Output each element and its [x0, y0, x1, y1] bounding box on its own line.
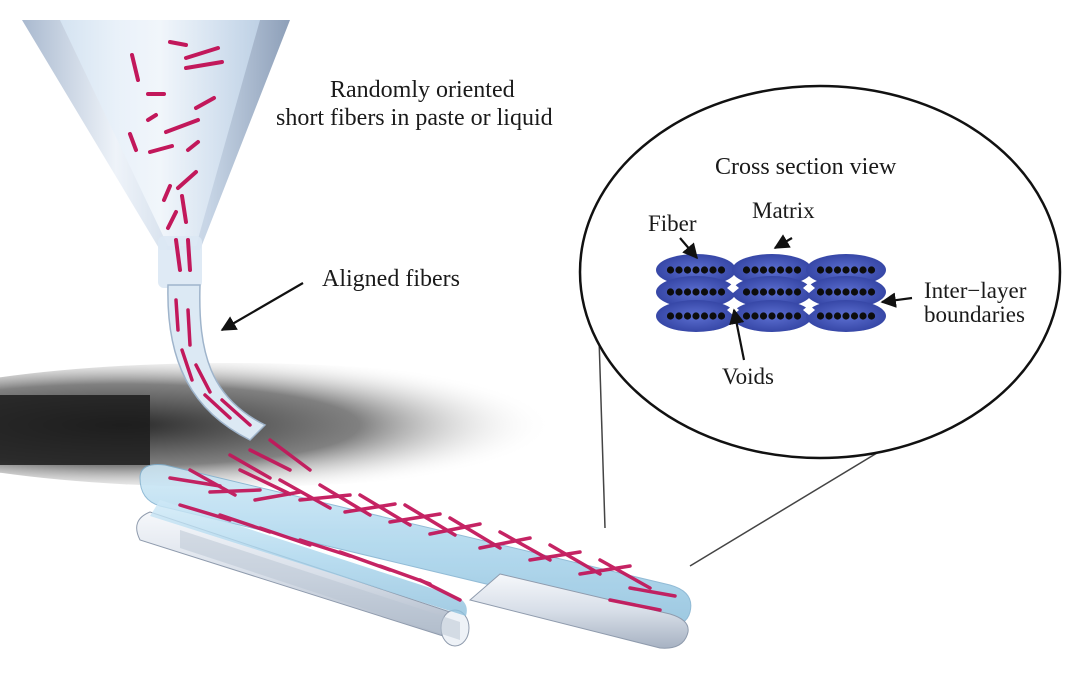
fiber-dot [759, 312, 768, 320]
interlayer-label-line1: Inter−layer [924, 278, 1027, 303]
arrow-icon [880, 292, 913, 308]
fiber-dot [793, 266, 802, 274]
fiber-dot [833, 312, 842, 320]
fiber-dot [859, 312, 867, 320]
interlayer-label-line2: boundaries [924, 302, 1025, 327]
deposited-strands [139, 464, 692, 649]
fiber-dot [675, 266, 683, 274]
aligned-fibers-layer [168, 438, 677, 612]
fiber-dot [751, 312, 759, 320]
fiber-dot [709, 312, 717, 320]
fiber-dot [768, 266, 776, 274]
fiber-dot [776, 288, 785, 296]
ground-shadow [0, 363, 590, 487]
nozzle-label-line2: short fibers in paste or liquid [276, 105, 553, 131]
fiber-dot [742, 312, 751, 320]
fiber-dot [776, 266, 785, 274]
fiber-dot [759, 288, 768, 296]
void [803, 283, 815, 293]
lower-layer-rod [136, 511, 470, 647]
fiber-dot [709, 288, 717, 296]
void [727, 283, 739, 293]
fiber-dot [700, 266, 709, 274]
fiber-dot [666, 312, 675, 320]
aligned-fibers-label: Aligned fibers [322, 266, 460, 292]
random-fibers [128, 40, 224, 272]
fiber-dot [867, 288, 876, 296]
fiber-dot [683, 266, 692, 274]
fiber-dot [785, 266, 793, 274]
fiber-dot [675, 288, 683, 296]
fiber-dot [768, 312, 776, 320]
fiber-dot [666, 288, 675, 296]
fiber-dot [867, 312, 876, 320]
fiber-label: Fiber [648, 211, 697, 236]
fiber-dot [850, 312, 859, 320]
fiber-dot [842, 288, 850, 296]
fiber-dot [816, 266, 825, 274]
fiber-dot [692, 288, 700, 296]
fiber-dot [833, 266, 842, 274]
fiber-dot [816, 312, 825, 320]
fiber-dot [700, 312, 709, 320]
cross-section-title: Cross section view [715, 154, 897, 180]
fiber-dot [768, 288, 776, 296]
fiber-dot [717, 288, 726, 296]
fiber-dot [666, 266, 675, 274]
fiber-dot [709, 266, 717, 274]
fiber-dot [816, 288, 825, 296]
fiber-dot [793, 288, 802, 296]
arrow-icon [729, 308, 746, 361]
fiber-dot [842, 312, 850, 320]
fiber-dot [825, 266, 833, 274]
fiber-dot [850, 288, 859, 296]
fiber-dot [825, 312, 833, 320]
fiber-dot [842, 266, 850, 274]
arrow-icon [773, 234, 793, 249]
extruded-filament [167, 284, 267, 441]
fiber-dot [742, 266, 751, 274]
fiber-dot [700, 288, 709, 296]
void [803, 305, 815, 315]
labels: Randomly oriented short fibers in paste … [276, 77, 1027, 389]
fiber-dot [717, 312, 726, 320]
nozzle [22, 20, 290, 288]
fiber-dot [675, 312, 683, 320]
fiber-dot [776, 312, 785, 320]
fiber-dot [825, 288, 833, 296]
fiber-dot [751, 266, 759, 274]
fiber-dot [793, 312, 802, 320]
pointer-arrows [220, 234, 913, 361]
arrow-icon [679, 237, 698, 260]
fiber-dot [692, 312, 700, 320]
fiber-dot [683, 288, 692, 296]
voids-label: Voids [722, 364, 774, 389]
fiber-dot [759, 266, 768, 274]
fiber-dot [859, 266, 867, 274]
fiber-dot [867, 266, 876, 274]
fiber-dot [785, 312, 793, 320]
fiber-dots [666, 266, 876, 320]
fiber-dot [850, 266, 859, 274]
fiber-dot [742, 288, 751, 296]
fiber-dot [683, 312, 692, 320]
fiber-dot [859, 288, 867, 296]
arrow-icon [220, 282, 304, 331]
fiber-dot [833, 288, 842, 296]
fiber-dot [692, 266, 700, 274]
fiber-dot [751, 288, 759, 296]
nozzle-label-line1: Randomly oriented [330, 77, 515, 103]
fiber-dot [717, 266, 726, 274]
matrix-label: Matrix [752, 198, 815, 223]
fiber-dot [785, 288, 793, 296]
